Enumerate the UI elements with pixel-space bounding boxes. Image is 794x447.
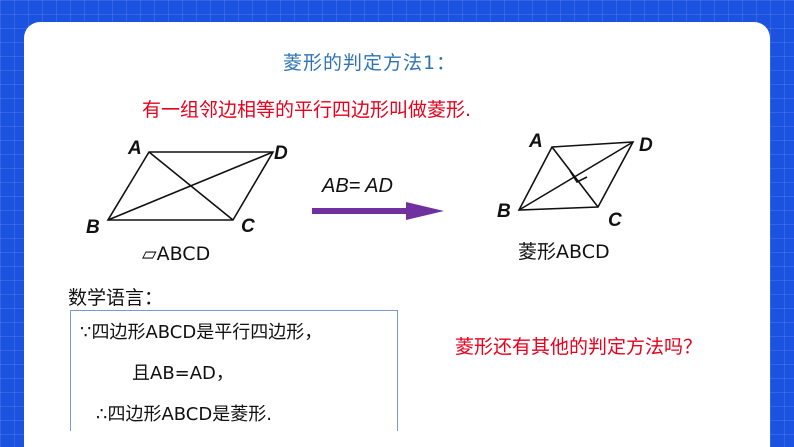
vertex-label-d: D (274, 143, 288, 164)
rhombus-caption: 菱形ABCD (518, 241, 610, 263)
vertex-label-c: C (241, 216, 255, 237)
question-text: 菱形还有其他的判定方法吗？ (455, 336, 703, 358)
proof-line-1: ∵四边形ABCD是平行四边形， (80, 322, 323, 343)
vertex-label-a: A (529, 131, 543, 152)
proof-box (70, 310, 398, 431)
definition-text: 有一组邻边相等的平行四边形叫做菱形. (142, 99, 472, 121)
vertex-label-d: D (639, 135, 653, 156)
vertex-label-b: B (497, 201, 511, 222)
vertex-label-b: B (86, 217, 100, 238)
vertex-label-a: A (128, 138, 142, 159)
vertex-label-c: C (608, 210, 622, 231)
parallelogram-caption: ▱ABCD (142, 243, 211, 265)
slide-title: 菱形的判定方法1： (283, 52, 457, 74)
condition-text: AB= AD (322, 175, 393, 197)
proof-line-3: ∴四边形ABCD是菱形. (96, 404, 272, 425)
math-language-label: 数学语言： (68, 287, 164, 309)
proof-line-2: 且AB=AD， (132, 363, 234, 384)
